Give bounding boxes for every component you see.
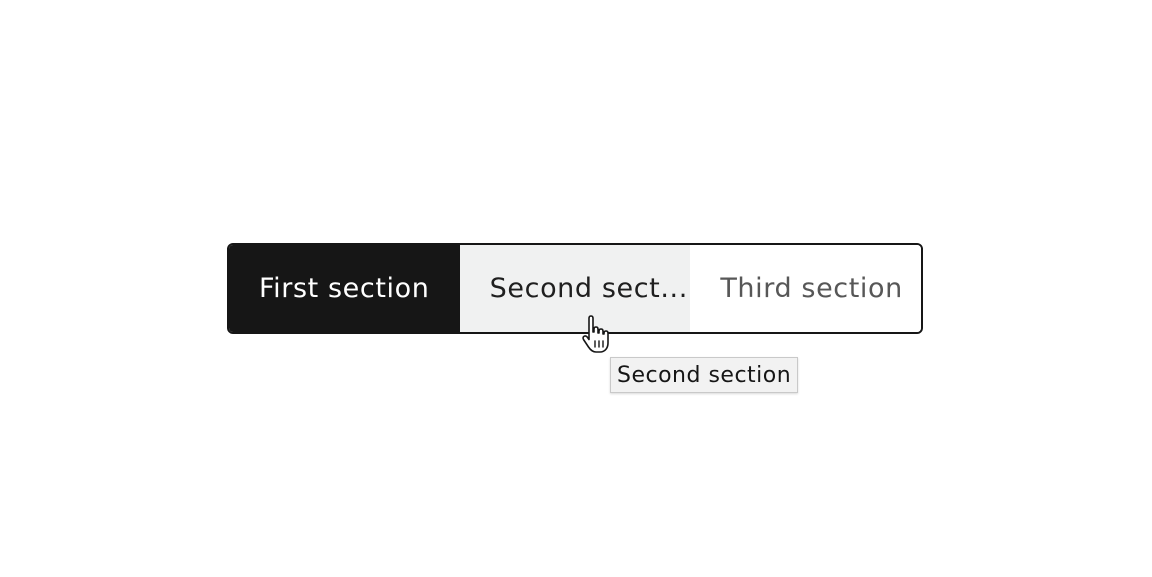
hand-pointer-icon bbox=[582, 315, 609, 353]
segment-third-section[interactable]: Third section bbox=[690, 245, 921, 332]
segment-second-section[interactable]: Second sect... bbox=[459, 245, 691, 332]
tooltip: Second section bbox=[610, 357, 799, 393]
segment-label: First section bbox=[259, 273, 430, 304]
segment-first-section[interactable]: First section bbox=[229, 245, 460, 332]
segmented-control: First section Second sect... Third secti… bbox=[227, 243, 923, 334]
segment-label: Second sect... bbox=[489, 273, 688, 304]
segment-label: Third section bbox=[720, 273, 903, 304]
